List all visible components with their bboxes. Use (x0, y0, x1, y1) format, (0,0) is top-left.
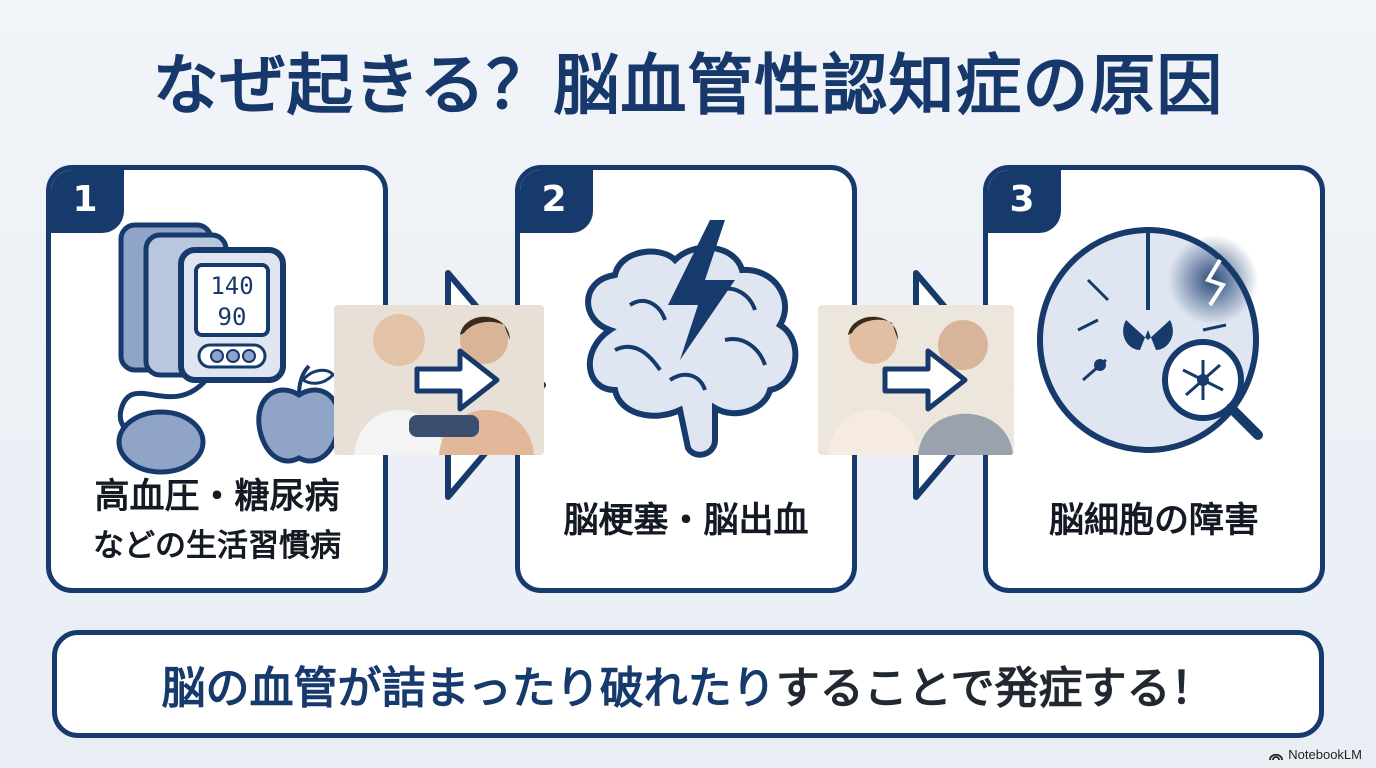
step-label-3: 脳細胞の障害 (1048, 501, 1259, 541)
page-title: なぜ起きる？脳血管性認知症の原因 (152, 47, 1224, 124)
step-card-1: 1 140 90 高血圧・糖尿病 などの生活習慣病 (46, 165, 388, 593)
summary-banner: 脳の血管が詰まったり破れたりすることで発症する！ (52, 630, 1324, 738)
damaged-brain-magnifier-icon (1037, 227, 1263, 453)
step-label-2: 脳梗塞・脳出血 (563, 501, 809, 541)
arrow-overlay-1 (414, 348, 500, 412)
systolic-value: 140 (210, 272, 253, 300)
banner-rest: することで発症する！ (775, 663, 1215, 714)
arrow-overlay-2 (882, 348, 968, 412)
diastolic-value: 90 (218, 303, 247, 331)
brand-mark: NotebookLM (1269, 747, 1362, 762)
step-number-3: 3 (988, 170, 1061, 233)
brain-lightning-icon (585, 220, 799, 458)
banner-highlight: 脳の血管が詰まったり破れたり (161, 663, 776, 714)
step-card-2: 2 脳梗塞・脳出血 (515, 165, 857, 593)
step-number-1: 1 (51, 170, 124, 233)
brand-name: NotebookLM (1288, 747, 1362, 762)
step-number-2: 2 (520, 170, 593, 233)
step-label-1a: 高血圧・糖尿病 (94, 477, 340, 517)
notebooklm-logo-icon (1269, 753, 1284, 760)
step-card-3: 3 脳細胞の障害 (983, 165, 1325, 593)
step-label-1b: などの生活習慣病 (93, 528, 341, 564)
